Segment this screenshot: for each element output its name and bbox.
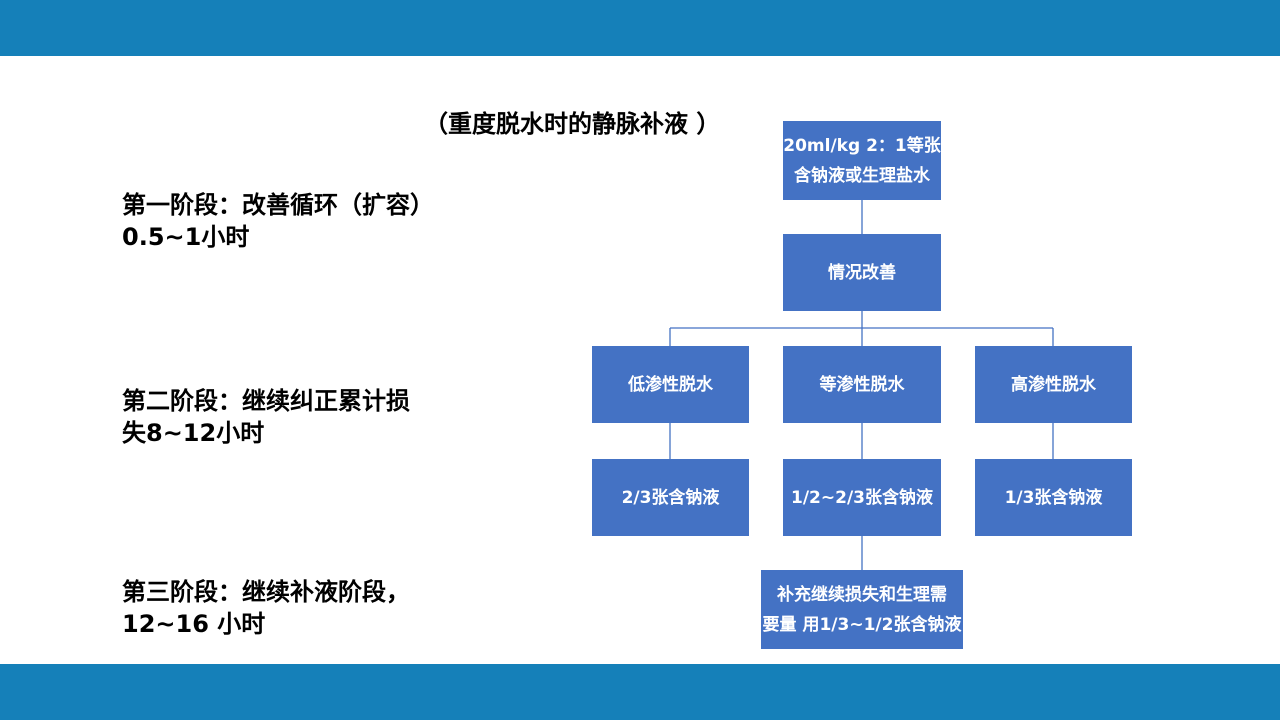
isotonic-box-label: 等渗性脱水: [819, 374, 905, 395]
stage-1-line2: 0.5~1小时: [122, 223, 250, 251]
root-box-line2: 含钠液或生理盐水: [794, 165, 930, 186]
isotonic-fluid-label: 1/2~2/3张含钠液: [791, 487, 933, 508]
stage-1: 第一阶段：改善循环（扩容） 0.5~1小时: [122, 189, 434, 253]
hypotonic-box: 低渗性脱水: [592, 346, 749, 423]
stage-2-line2: 失8~12小时: [122, 419, 265, 447]
top-band: [0, 0, 1280, 56]
improve-box-label: 情况改善: [828, 262, 896, 283]
stage-3-line1: 第三阶段：继续补液阶段，: [122, 578, 410, 606]
improve-box: 情况改善: [783, 234, 941, 311]
hypertonic-box: 高渗性脱水: [975, 346, 1132, 423]
hypotonic-fluid-box: 2/3张含钠液: [592, 459, 749, 536]
slide-title: （重度脱水时的静脉补液 ）: [424, 110, 721, 138]
hypertonic-fluid-box: 1/3张含钠液: [975, 459, 1132, 536]
stage-2-line1: 第二阶段：继续纠正累计损: [122, 387, 410, 415]
supplement-box-line2: 要量 用1/3~1/2张含钠液: [762, 614, 962, 635]
stage-1-line1: 第一阶段：改善循环（扩容）: [122, 191, 434, 219]
supplement-box-line1: 补充继续损失和生理需: [777, 584, 947, 605]
stage-3: 第三阶段：继续补液阶段， 12~16 小时: [122, 576, 410, 640]
supplement-box: 补充继续损失和生理需 要量 用1/3~1/2张含钠液: [761, 570, 963, 649]
hypertonic-fluid-label: 1/3张含钠液: [1004, 487, 1103, 508]
root-box: 20ml/kg 2：1等张 含钠液或生理盐水: [783, 121, 941, 200]
isotonic-box: 等渗性脱水: [783, 346, 941, 423]
hypotonic-box-label: 低渗性脱水: [628, 374, 713, 395]
root-box-line1: 20ml/kg 2：1等张: [783, 135, 941, 156]
isotonic-fluid-box: 1/2~2/3张含钠液: [783, 459, 941, 536]
bottom-band: [0, 664, 1280, 720]
stage-3-line2: 12~16 小时: [122, 610, 266, 638]
stage-2: 第二阶段：继续纠正累计损 失8~12小时: [122, 385, 410, 449]
hypertonic-box-label: 高渗性脱水: [1011, 374, 1096, 395]
hypotonic-fluid-label: 2/3张含钠液: [621, 487, 720, 508]
